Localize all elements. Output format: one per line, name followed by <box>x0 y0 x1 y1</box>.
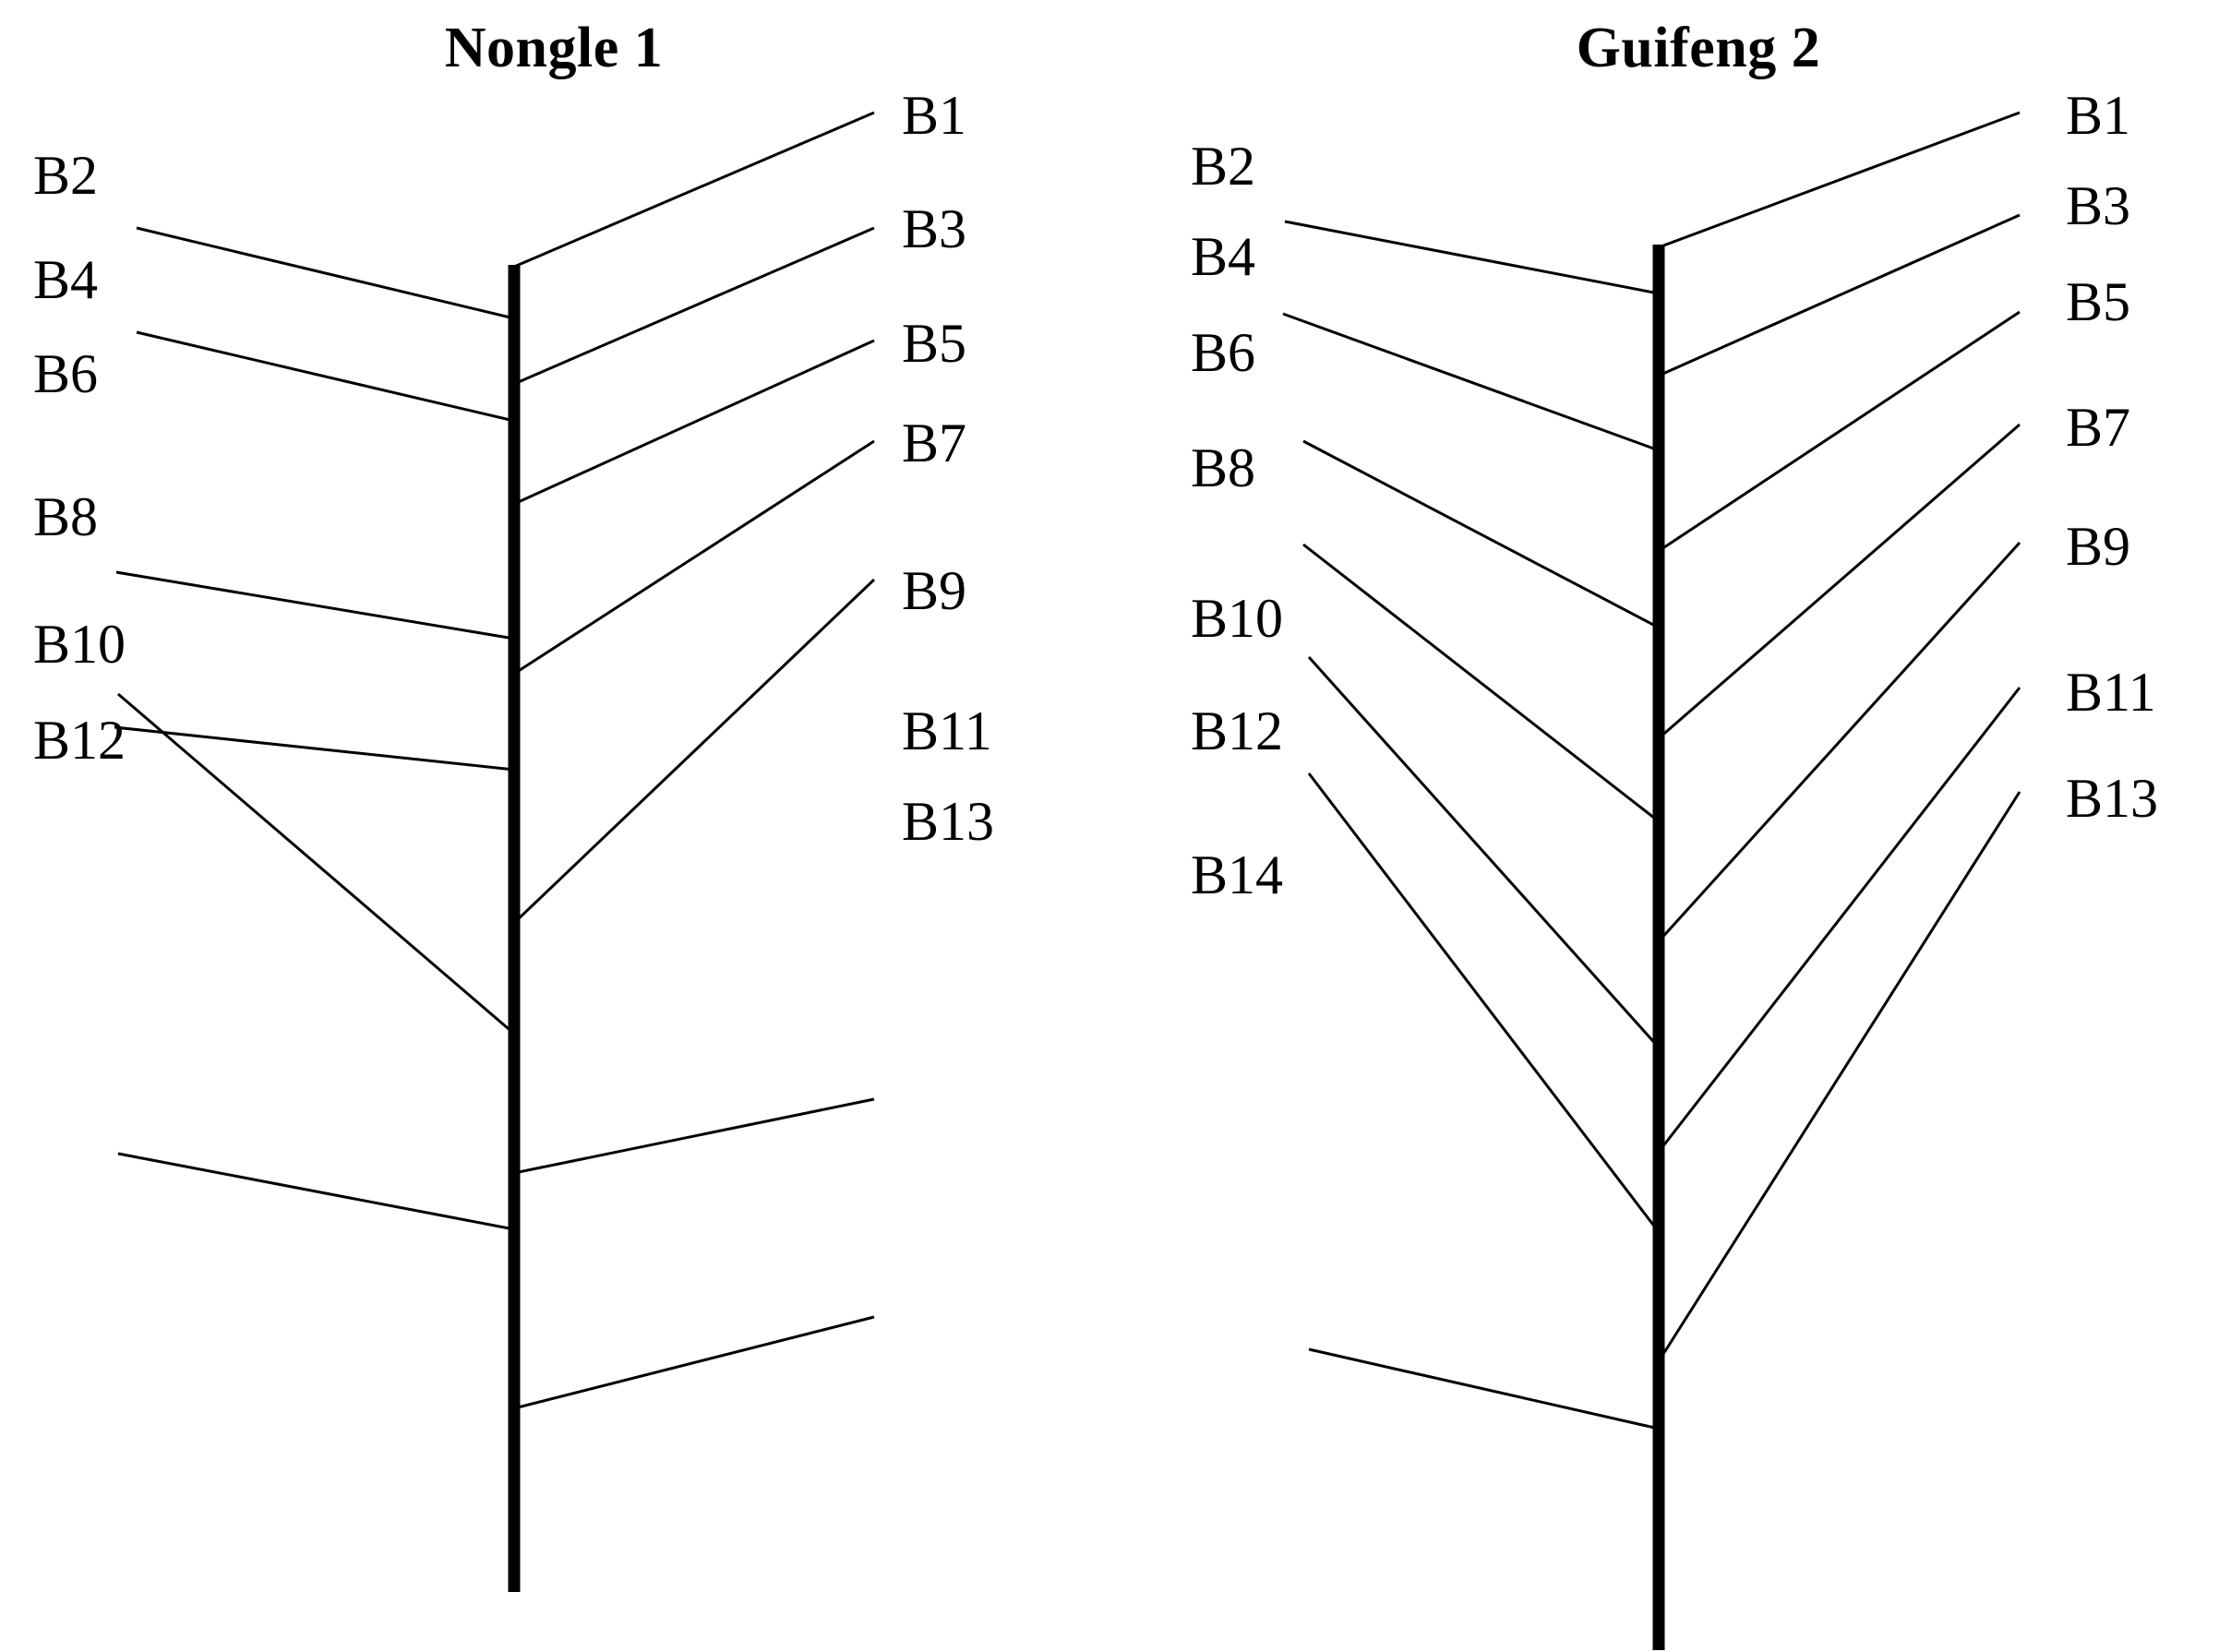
leader-line-nongle-1-b6 <box>115 570 515 640</box>
leader-line-guifeng-2-b5 <box>1658 310 2021 553</box>
band-label-nongle-1-b2: B2 <box>33 145 98 206</box>
leader-line-guifeng-2-b8 <box>1302 543 1660 823</box>
leader-line-guifeng-2-b11 <box>1657 687 2021 1153</box>
leader-line-nongle-1-b10 <box>117 692 515 1035</box>
leader-line-guifeng-2-b10 <box>1307 655 1661 1049</box>
band-label-guifeng-2-b4: B4 <box>1191 226 1255 287</box>
leader-line-nongle-1-b4 <box>136 330 515 423</box>
leader-line-guifeng-2-b7 <box>1658 423 2021 740</box>
leader-line-nongle-1-b13 <box>513 1315 875 1410</box>
band-label-nongle-1-b9: B9 <box>902 560 966 621</box>
leader-line-guifeng-2-b4 <box>1282 312 1660 452</box>
panels-group: Nongle 1B1B2B3B4B5B6B7B8B9B10B11B12B13Gu… <box>33 17 2158 1650</box>
leader-line-guifeng-2-b14 <box>1308 1347 1660 1431</box>
panel-title-nongle-1: Nongle 1 <box>445 17 664 79</box>
band-label-guifeng-2-b14: B14 <box>1191 844 1283 905</box>
leader-line-guifeng-2-b9 <box>1657 541 2021 943</box>
leader-line-nongle-1-b12 <box>117 1152 515 1231</box>
leader-line-nongle-1-b7 <box>513 439 875 676</box>
band-label-guifeng-2-b5: B5 <box>2066 271 2130 332</box>
leader-line-nongle-1-b3 <box>513 226 875 386</box>
band-label-guifeng-2-b9: B9 <box>2066 516 2130 577</box>
leader-line-nongle-1-b9 <box>512 578 876 925</box>
band-label-nongle-1-b13: B13 <box>902 791 994 852</box>
band-label-nongle-1-b11: B11 <box>902 700 992 761</box>
band-label-guifeng-2-b10: B10 <box>1191 588 1283 649</box>
band-label-guifeng-2-b1: B1 <box>2066 85 2130 146</box>
leader-line-guifeng-2-b13 <box>1657 791 2021 1362</box>
band-label-nongle-1-b5: B5 <box>902 313 966 374</box>
leader-line-guifeng-2-b12 <box>1307 772 1661 1233</box>
band-label-guifeng-2-b7: B7 <box>2066 397 2130 458</box>
band-label-guifeng-2-b2: B2 <box>1191 136 1255 197</box>
panel-title-guifeng-2: Guifeng 2 <box>1577 17 1821 79</box>
leader-line-guifeng-2-b3 <box>1658 213 2021 377</box>
band-label-nongle-1-b3: B3 <box>902 198 966 259</box>
leader-line-nongle-1-b2 <box>136 226 515 320</box>
band-label-nongle-1-b8: B8 <box>33 486 98 547</box>
band-label-nongle-1-b1: B1 <box>902 85 966 146</box>
band-label-guifeng-2-b6: B6 <box>1191 322 1255 383</box>
panel-guifeng-2: Guifeng 2 B1B2B3B4B5B6B7B8B9B10B11B12B13B… <box>1191 17 2158 1650</box>
leader-line-guifeng-2-b1 <box>1658 111 2021 249</box>
band-label-guifeng-2-b13: B13 <box>2066 768 2158 829</box>
leader-line-guifeng-2-b2 <box>1284 220 1660 295</box>
band-label-nongle-1-b7: B7 <box>902 413 966 473</box>
band-label-nongle-1-b4: B4 <box>33 249 98 310</box>
leader-line-nongle-1-b11 <box>513 1097 875 1175</box>
band-label-nongle-1-b10: B10 <box>33 614 126 675</box>
leader-line-nongle-1-b5 <box>513 339 875 506</box>
band-label-guifeng-2-b11: B11 <box>2066 662 2156 723</box>
band-label-nongle-1-b12: B12 <box>33 710 126 771</box>
leader-line-guifeng-2-b6 <box>1302 439 1660 629</box>
band-label-guifeng-2-b12: B12 <box>1191 700 1283 761</box>
band-label-nongle-1-b6: B6 <box>33 343 98 404</box>
band-label-guifeng-2-b8: B8 <box>1191 437 1255 498</box>
leader-line-nongle-1-b8 <box>114 725 515 772</box>
band-label-guifeng-2-b3: B3 <box>2066 175 2130 236</box>
leader-line-nongle-1-b1 <box>513 111 875 269</box>
